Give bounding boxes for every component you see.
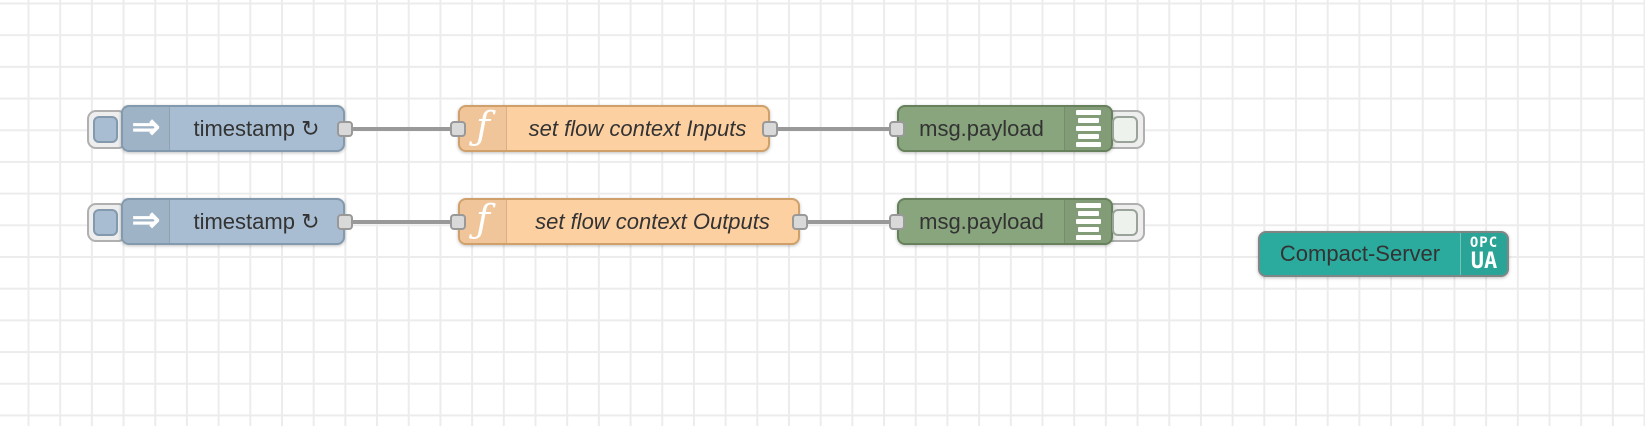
debug-node[interactable]: msg.payload [897,198,1113,245]
node-label: timestamp ↻ [193,115,320,141]
opcua-server-node[interactable]: Compact-Server OPC UA [1258,231,1509,277]
inject-node[interactable]: ⇒ timestamp ↻ [121,198,345,245]
function-node[interactable]: ƒ set flow context Inputs [458,105,770,152]
debug-node[interactable]: msg.payload [897,105,1113,152]
output-port[interactable] [792,213,808,230]
debug-output-icon [1064,200,1111,243]
debug-output-icon [1064,107,1111,150]
node-label: timestamp ↻ [193,208,320,234]
output-port[interactable] [337,120,353,137]
wire[interactable] [770,126,897,131]
debug-toggle-button[interactable] [1112,209,1138,236]
node-label: msg.payload [919,115,1044,141]
function-node[interactable]: ƒ set flow context Outputs [458,198,800,245]
wire[interactable] [345,219,458,224]
wire[interactable] [800,219,897,224]
input-port[interactable] [889,213,905,230]
input-port[interactable] [450,120,466,137]
inject-arrow-icon: ⇒ [123,200,170,243]
inject-button[interactable] [93,209,118,236]
node-label: set flow context Inputs [528,115,747,141]
output-port[interactable] [762,120,778,137]
node-label: Compact-Server [1279,241,1441,266]
inject-button[interactable] [93,116,118,143]
output-port[interactable] [337,213,353,230]
inject-arrow-icon: ⇒ [123,107,170,150]
node-label: set flow context Outputs [535,208,770,234]
node-label: msg.payload [919,208,1044,234]
function-f-icon: ƒ [460,107,507,150]
input-port[interactable] [889,120,905,137]
function-f-icon: ƒ [460,200,507,243]
wire[interactable] [345,126,458,131]
inject-node[interactable]: ⇒ timestamp ↻ [121,105,345,152]
opcua-badge-icon: OPC UA [1460,233,1507,275]
input-port[interactable] [450,213,466,230]
debug-toggle-button[interactable] [1112,116,1138,143]
